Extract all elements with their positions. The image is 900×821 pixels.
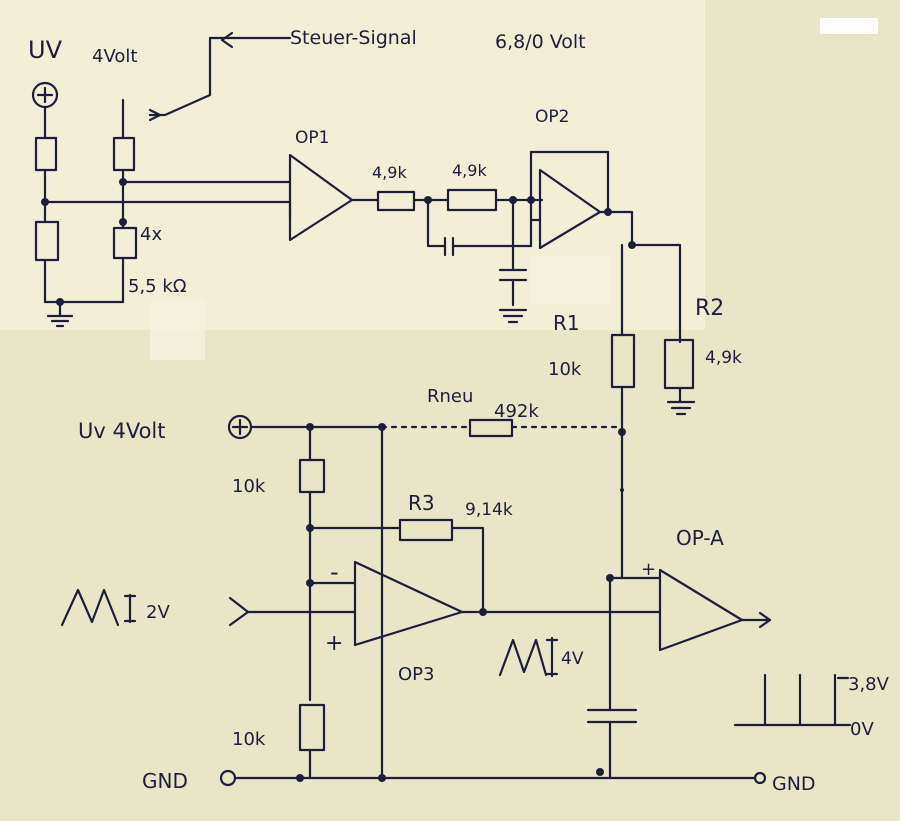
r1-value-label: 10k	[548, 359, 582, 380]
uv-bottom-label: Uv 4Volt	[78, 419, 166, 443]
op3-opamp	[353, 560, 464, 647]
junction-dots	[41, 178, 636, 782]
gnd-terminal-left	[219, 769, 237, 787]
resistor-rneu	[468, 418, 514, 438]
op1-opamp	[288, 153, 354, 242]
uv-top-label: UV	[28, 36, 63, 64]
uv-top-volt-label: 4Volt	[92, 46, 137, 67]
plus-opa-label: +	[641, 559, 656, 580]
resistor-r3	[398, 518, 454, 542]
steuer-signal-label: Steuer-Signal	[290, 27, 417, 49]
r3-value-label: 9,14k	[465, 500, 513, 520]
steuer-volt-label: 6,8/0 Volt	[495, 31, 586, 53]
input-amplitude-label: 2V	[146, 602, 170, 623]
resistor-bottom-left	[34, 220, 60, 262]
minus-input-label: -	[330, 558, 339, 586]
pulse-output-wave-icon	[733, 673, 852, 727]
r-10k-top-label: 10k	[232, 476, 266, 497]
op2-opamp	[538, 168, 602, 250]
op1-label: OP1	[295, 128, 329, 148]
op-a-label: OP-A	[676, 526, 724, 550]
ground-symbol	[46, 300, 74, 328]
v-high-label: 3,8V	[848, 674, 890, 695]
resistor-5-5k	[112, 226, 138, 260]
output-triangle-wave-icon	[498, 638, 548, 677]
output-amplitude-label: 4V	[561, 649, 584, 669]
gnd-right-label: GND	[772, 773, 816, 795]
gnd-terminal-right	[753, 771, 767, 785]
r1-label: R1	[553, 311, 580, 335]
r3-label: R3	[408, 491, 435, 515]
r2-value-label: 4,9k	[705, 348, 742, 368]
resistor-r1	[610, 333, 636, 389]
tape-strip	[150, 300, 205, 360]
r2-label: R2	[695, 296, 724, 321]
r-4-9k-a-label: 4,9k	[372, 163, 407, 182]
v-low-label: 0V	[850, 719, 874, 740]
tape-strip	[530, 255, 610, 305]
four-x-label: 4x	[140, 224, 162, 245]
op3-label: OP3	[398, 664, 434, 685]
rneu-value-label: 492k	[494, 401, 539, 422]
plus-input-label: +	[325, 631, 343, 656]
r-10k-bottom-label: 10k	[232, 729, 266, 750]
resistor-10k-top	[298, 458, 326, 494]
rneu-label: Rneu	[427, 386, 473, 407]
resistor-10k-bottom	[298, 703, 326, 752]
upper-circuit	[31, 31, 696, 422]
r-5-5k-label: 5,5 kΩ	[128, 276, 187, 297]
lower-circuit	[60, 414, 852, 787]
r-4-9k-b-label: 4,9k	[452, 161, 487, 180]
input-triangle-wave-icon	[60, 588, 120, 627]
op-a-comparator	[658, 568, 744, 652]
corner-mark	[820, 18, 878, 34]
gnd-left-label: GND	[142, 769, 188, 793]
op2-label: OP2	[535, 107, 569, 127]
resistor-r2	[663, 338, 695, 390]
